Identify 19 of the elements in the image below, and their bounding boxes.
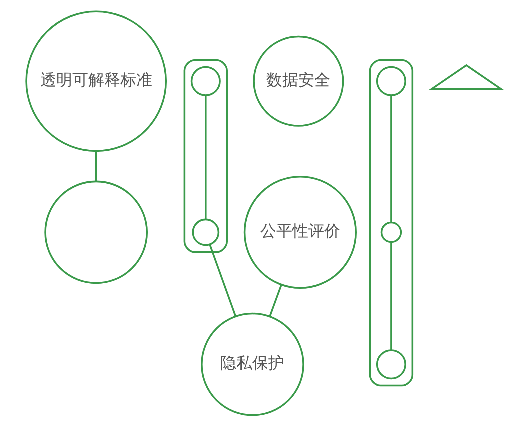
node-circle: 隐私保护 (200, 312, 304, 416)
connector (94, 151, 97, 182)
node-circle: 公平性评价 (243, 176, 356, 290)
connector (390, 96, 392, 223)
node-triangle (428, 64, 504, 90)
node-circle (44, 180, 148, 284)
connector (268, 284, 282, 317)
node-circle (376, 66, 406, 96)
cluster (183, 59, 228, 254)
node-circle (376, 350, 406, 380)
node-circle: 透明可解释标准 (25, 10, 167, 152)
node-circle (380, 222, 402, 244)
connector (204, 96, 206, 220)
node-circle (192, 218, 220, 246)
cluster (368, 59, 414, 387)
node-circle (190, 66, 220, 96)
connector (390, 242, 392, 350)
node-circle: 数据安全 (252, 36, 344, 127)
connector (208, 244, 236, 317)
